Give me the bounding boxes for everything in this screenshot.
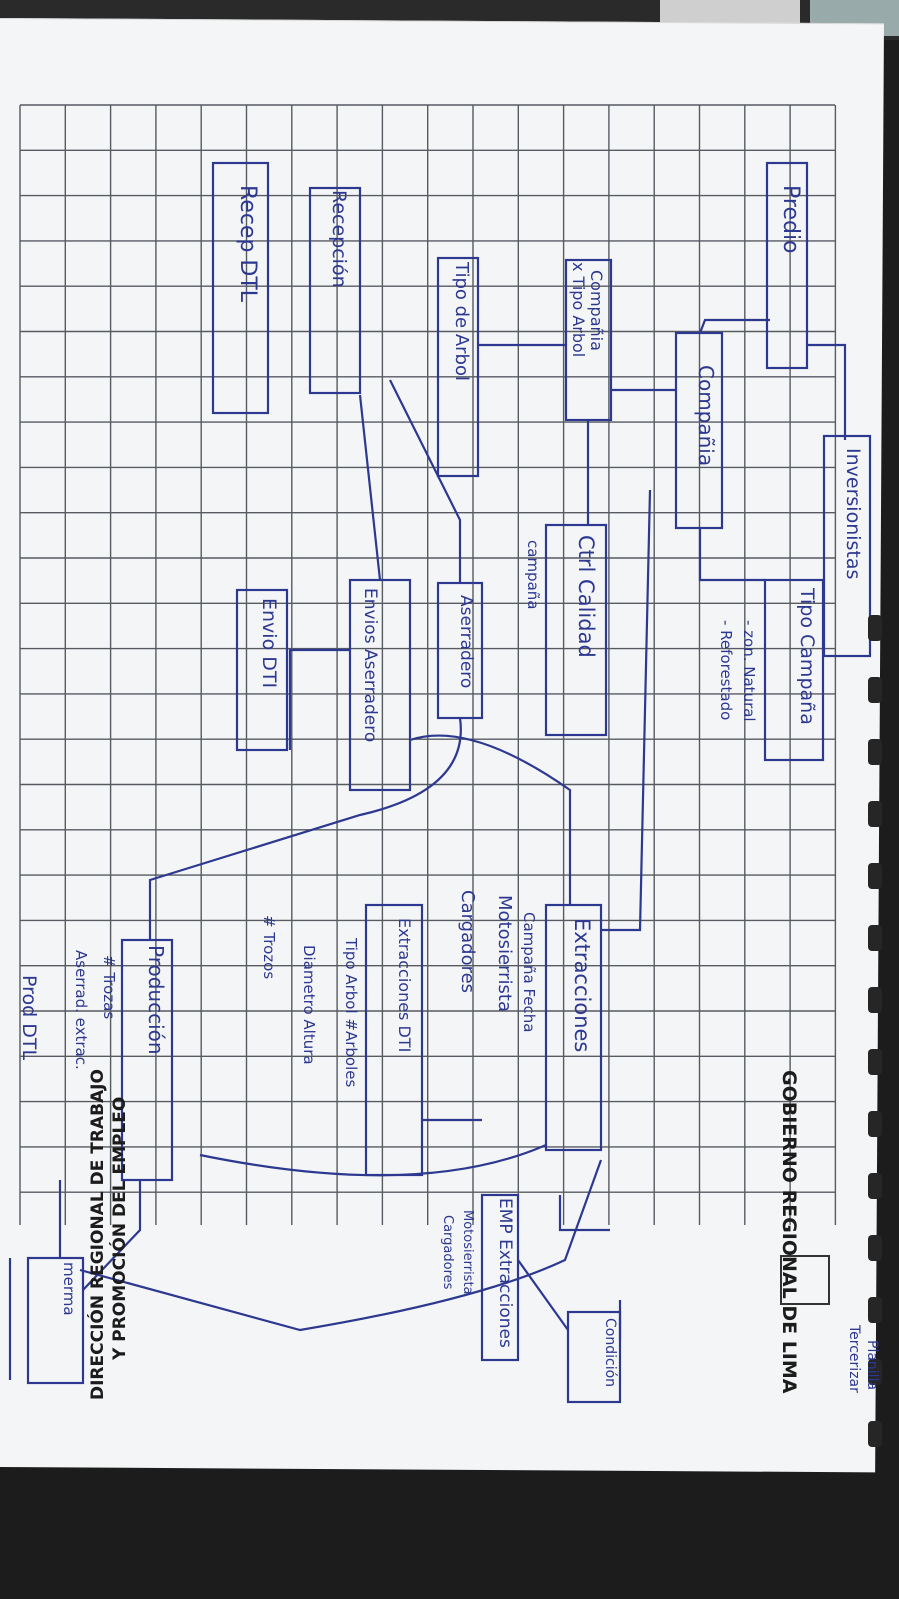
entity-tipo-arbol-sub: x Tipo Arbol xyxy=(569,262,588,358)
spiral-ring xyxy=(868,739,882,765)
gobierno-logo xyxy=(780,1255,830,1305)
entity-inversionistas: Inversionistas xyxy=(842,448,864,580)
emp-attr-2: Cargadores xyxy=(440,1215,455,1290)
entity-condicion: Condición xyxy=(602,1318,618,1388)
produccion-attr-1: # Trozas xyxy=(100,955,118,1020)
entity-tipo-arbol: Tipo de Arbol xyxy=(451,262,472,381)
extracciones-dti-attr-2: Diametro Altura xyxy=(300,945,318,1065)
box-emp-extracciones xyxy=(480,1193,520,1362)
tipo-campana-attr-2: - Reforestado xyxy=(717,620,735,721)
entity-envios-aserradero: Envios Aserradero xyxy=(360,588,380,743)
box-envios-aserradero xyxy=(348,578,412,792)
spiral-ring xyxy=(868,1297,882,1323)
header-gobierno: GOBIERNO REGIONAL DE LIMA xyxy=(778,1070,800,1394)
entity-envio-dti: Envio DTI xyxy=(258,598,280,689)
box-envio-dti xyxy=(235,588,289,752)
entity-produccion: Producción xyxy=(144,945,168,1055)
spiral-ring xyxy=(868,1049,882,1075)
spiral-ring xyxy=(868,1235,882,1261)
spiral-ring xyxy=(868,987,882,1013)
tercerizar-label: Tercerizar xyxy=(846,1325,862,1393)
entity-recep-dtl: Recep DTL xyxy=(235,185,260,303)
entity-ctrl-calidad: Ctrl Calidad xyxy=(574,535,598,658)
entity-extracciones: Extracciones xyxy=(570,918,594,1053)
entity-aserradero: Aserradero xyxy=(456,595,476,689)
entity-emp-extracciones: EMP Extracciones xyxy=(495,1198,515,1348)
entity-compania: Compañia xyxy=(694,365,718,467)
box-recepcion xyxy=(308,186,362,395)
header-direccion-1: DIRECCIÓN REGIONAL DE TRABAJO xyxy=(88,1069,108,1400)
extracciones-attr-2: Motosierrista xyxy=(494,895,515,1013)
box-ctrl-calidad xyxy=(544,523,608,737)
box-inversionistas xyxy=(822,434,872,658)
entity-campana: campaña xyxy=(524,540,542,610)
extracciones-dti-attr-3: # Trozos xyxy=(260,915,278,980)
spiral-ring xyxy=(868,925,882,951)
entity-predio: Predio xyxy=(778,185,803,254)
produccion-attr-2: Aserrad. extrac. xyxy=(72,950,90,1070)
box-extracciones xyxy=(544,903,603,1152)
box-tipo-arbol xyxy=(436,256,480,478)
spiral-ring xyxy=(868,615,882,641)
entity-recepcion: Recepción xyxy=(328,190,350,288)
spiral-ring xyxy=(868,677,882,703)
spiral-ring xyxy=(868,1421,882,1447)
entity-merma: merma xyxy=(60,1262,78,1316)
tipo-campana-attr-1: - zon. Natural xyxy=(740,620,758,722)
spiral-ring xyxy=(868,1359,882,1385)
entity-compania-tipo: Compañia xyxy=(587,270,606,351)
spiral-ring xyxy=(868,1111,882,1137)
entity-prod-dtl: Prod DTL xyxy=(18,975,40,1061)
entity-tipo-campana: Tipo Campaña xyxy=(796,588,818,725)
header-direccion-2: Y PROMOCIÓN DEL EMPLEO xyxy=(110,1096,130,1360)
planilla-label: Planilla xyxy=(864,1340,880,1391)
spiral-ring xyxy=(868,863,882,889)
box-produccion xyxy=(120,938,174,1182)
box-tipo-campana xyxy=(763,578,825,762)
extracciones-attr-1: Campaña Fecha xyxy=(520,912,538,1033)
spiral-ring xyxy=(868,801,882,827)
box-merma xyxy=(26,1256,85,1385)
spiral-ring xyxy=(868,1173,882,1199)
emp-attr-1: Motosierrista xyxy=(460,1210,475,1295)
box-recep-dtl xyxy=(211,161,270,415)
box-condicion xyxy=(566,1310,622,1404)
extracciones-attr-3: Cargadores xyxy=(457,890,478,994)
box-predio xyxy=(765,161,809,370)
extracciones-dti-attr-1: Tipo Arbol #Arboles xyxy=(342,938,360,1088)
entity-extracciones-dti: Extracciones DTI xyxy=(395,918,414,1053)
